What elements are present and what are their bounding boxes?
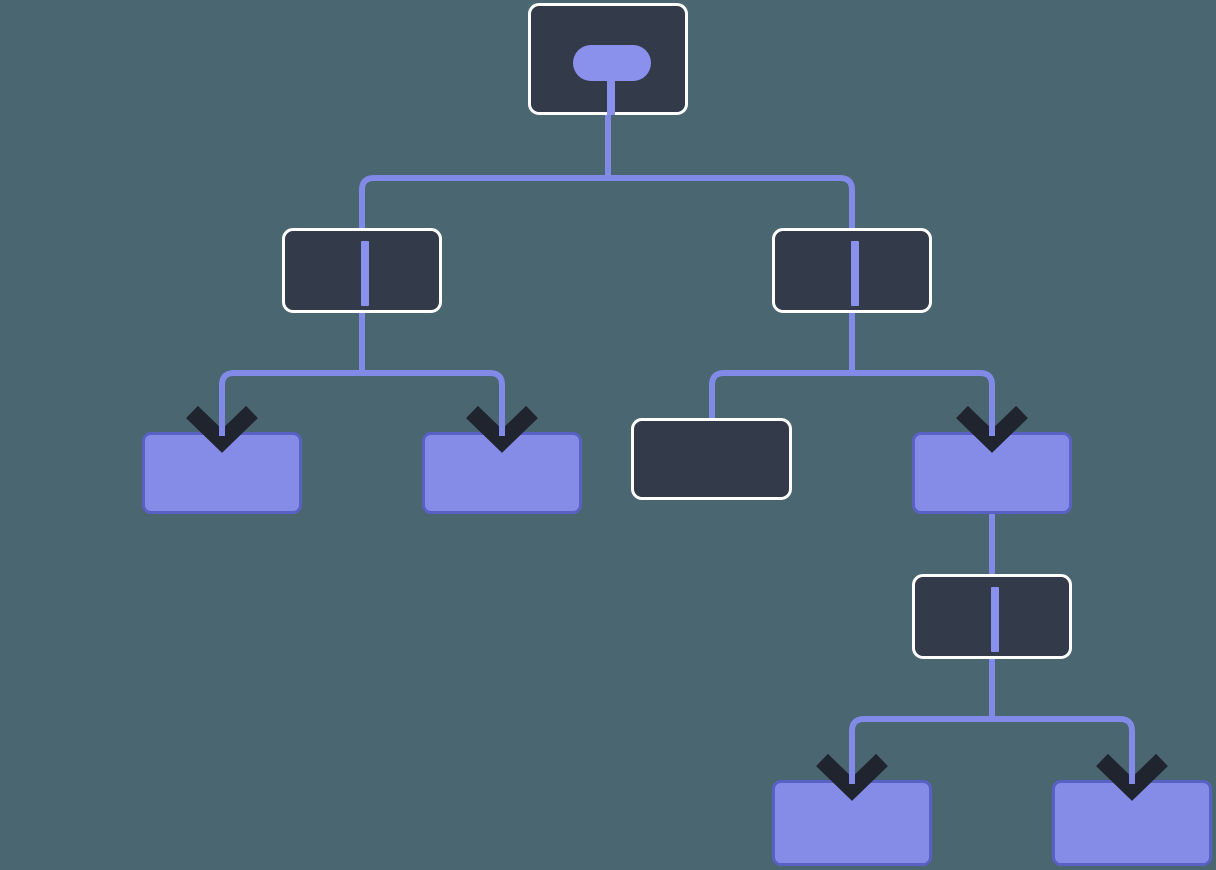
leaf-node-5[interactable] [1052,780,1212,866]
edge-n0-n2 [605,115,855,228]
branch-node-lower[interactable] [912,574,1072,659]
leaf-node-1[interactable] [142,432,302,514]
edge-n1-n4 [359,313,505,432]
leaf-node-2[interactable] [422,432,582,514]
vertical-bar-icon [851,241,859,306]
root-node[interactable] [528,3,688,115]
branch-node-right[interactable] [772,228,932,313]
edge-n1-n3 [219,313,365,432]
leaf-node-4[interactable] [772,780,932,866]
pill-stem-icon [607,66,615,115]
branch-node-left[interactable] [282,228,442,313]
vertical-bar-icon [361,241,369,306]
edge-n2-n6 [849,313,995,432]
edge-n7-n8 [849,659,995,780]
leaf-node-3[interactable] [912,432,1072,514]
vertical-bar-icon [991,587,999,652]
empty-dark-node[interactable] [631,418,792,500]
edge-n0-n1 [359,115,612,228]
edge-n7-n9 [989,659,1135,780]
edge-n2-n5 [709,313,855,418]
